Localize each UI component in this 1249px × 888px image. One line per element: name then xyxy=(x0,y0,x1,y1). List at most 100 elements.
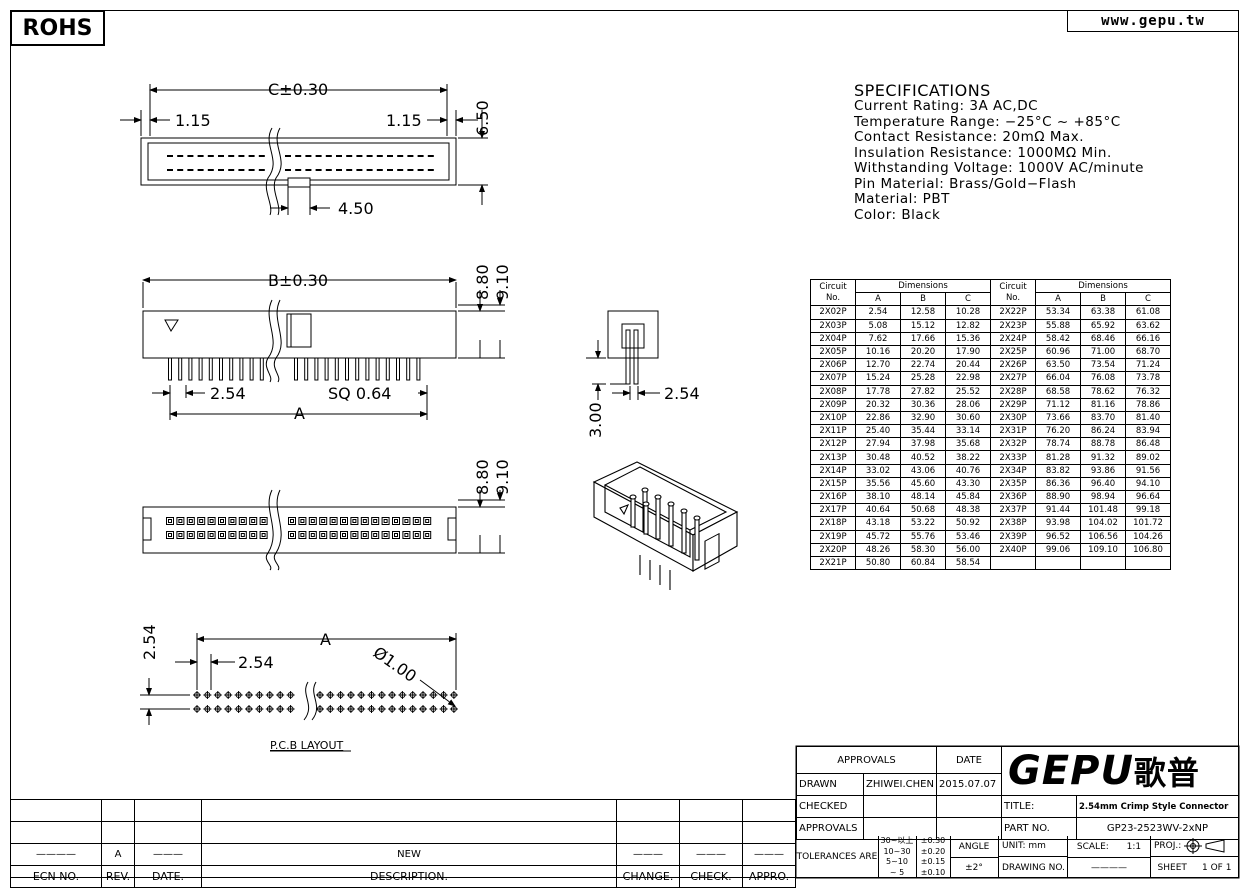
dimension-cell: 38.10 xyxy=(855,489,901,505)
pin-square xyxy=(350,517,359,525)
dimension-cell: 68.70 xyxy=(1125,344,1171,360)
dimension-cell: 50.92 xyxy=(945,516,991,531)
dim-bottom-height-2: 9.10 xyxy=(493,459,512,495)
pin-dot xyxy=(285,155,291,157)
top-view-labels: C±0.30 1.15 1.15 4.50 6.50 xyxy=(175,80,492,218)
bottom-view-labels: 8.80 9.10 xyxy=(473,459,512,495)
dimension-cell: 38.22 xyxy=(945,450,991,465)
dimension-cell: 12.58 xyxy=(900,305,946,320)
pin-square xyxy=(371,531,380,539)
pcb-dim-a: A xyxy=(320,630,331,649)
pin-square xyxy=(350,531,359,539)
pin-dot xyxy=(258,169,265,171)
header-pin xyxy=(416,357,421,381)
dimension-cell: 76.32 xyxy=(1125,384,1171,399)
pin-core xyxy=(261,519,266,523)
dimension-cell: 61.08 xyxy=(1125,305,1171,320)
dim-left-margin: 1.15 xyxy=(175,111,211,130)
pin-square xyxy=(360,517,369,525)
dimension-cell: 45.72 xyxy=(855,529,901,544)
circuit-cell: 2X40P xyxy=(990,542,1036,557)
dim-height-1: 8.80 xyxy=(473,264,492,300)
dimension-cell: 48.26 xyxy=(855,542,901,557)
pin-square xyxy=(402,531,411,539)
pin-core xyxy=(425,519,430,523)
dimension-cell: 106.80 xyxy=(1125,542,1171,557)
title-value: 2.54mm Crimp Style Connector xyxy=(1075,795,1240,818)
dim-key-width: 4.50 xyxy=(338,199,374,218)
pin-square xyxy=(423,517,432,525)
pin-square xyxy=(207,531,216,539)
rev-description: NEW xyxy=(201,843,617,866)
spec-line: Withstanding Voltage: 1000V AC/minute xyxy=(854,160,1144,176)
projection-symbol-icon xyxy=(1184,838,1225,854)
pin-dot xyxy=(207,169,214,171)
dimension-cell: 101.48 xyxy=(1080,503,1126,518)
header-pin xyxy=(334,357,339,381)
pin-dot xyxy=(336,155,342,157)
pin-dot xyxy=(315,169,322,171)
dim-a-label: A xyxy=(294,404,305,423)
pin-dot xyxy=(427,155,434,157)
pin-square xyxy=(412,517,421,525)
pin-dot xyxy=(177,169,184,171)
rev-date: ——— xyxy=(134,843,202,866)
header-pin xyxy=(294,357,298,381)
pin-core xyxy=(394,533,398,537)
dimension-cell: 68.46 xyxy=(1080,331,1126,346)
pin-square xyxy=(329,531,338,539)
pin-dot xyxy=(305,169,312,171)
circuit-cell: 2X27P xyxy=(990,371,1036,386)
dimension-cell: 104.26 xyxy=(1125,529,1171,544)
pin-square xyxy=(166,531,174,539)
pin-square xyxy=(207,517,216,525)
header-appro: APPRO. xyxy=(742,865,796,888)
circuit-cell: 2X33P xyxy=(990,450,1036,465)
dimension-cell: 22.86 xyxy=(855,410,901,426)
drawn-by: ZHIWEI.CHEN xyxy=(863,773,937,796)
dimension-cell: 83.70 xyxy=(1080,410,1126,426)
circuit-cell: 2X16P xyxy=(810,489,856,505)
dim-height: 6.50 xyxy=(473,100,492,136)
circuit-cell: 2X30P xyxy=(990,410,1036,426)
pin-core xyxy=(300,533,305,537)
dimension-cell: 63.50 xyxy=(1035,358,1081,373)
dimension-cell: 32.90 xyxy=(900,410,946,426)
header-pin xyxy=(406,357,411,381)
circuit-cell: 2X03P xyxy=(810,318,856,333)
pin-core xyxy=(251,519,256,523)
pin-dot xyxy=(258,155,265,157)
spec-line: Contact Resistance: 20mΩ Max. xyxy=(854,129,1085,145)
revision-block: ———— A ——— NEW ——— ——— ——— ECN NO. REV. … xyxy=(10,799,796,888)
pin-core xyxy=(220,519,224,523)
pin-square xyxy=(329,517,338,525)
dimension-cell: 17.66 xyxy=(900,331,946,346)
circuit-cell: 2X23P xyxy=(990,318,1036,333)
tolerance-values: ±0.30±0.20±0.15±0.10 xyxy=(916,836,951,878)
circuit-cell: 2X14P xyxy=(810,463,856,478)
pcb-layout-view xyxy=(140,633,458,725)
circuit-cell: 2X13P xyxy=(810,450,856,465)
spec-line: Color: Black xyxy=(854,206,941,223)
pin-square xyxy=(176,531,185,539)
website-label[interactable]: www.gepu.tw xyxy=(1067,10,1239,32)
spec-line: Temperature Range: −25°C ~ +85°C xyxy=(854,113,1121,130)
spec-line: Material: PBT xyxy=(854,191,950,207)
dim-pitch: 2.54 xyxy=(210,384,246,403)
circuit-cell: 2X09P xyxy=(810,397,856,412)
dimension-cell: 60.96 xyxy=(1035,344,1081,360)
col-b-header: B xyxy=(900,292,946,307)
dimension-cell: 25.28 xyxy=(900,371,946,386)
pin-dot xyxy=(238,169,245,171)
pin-core xyxy=(352,533,357,537)
pin-core xyxy=(331,533,336,537)
pin-dot xyxy=(325,155,332,157)
